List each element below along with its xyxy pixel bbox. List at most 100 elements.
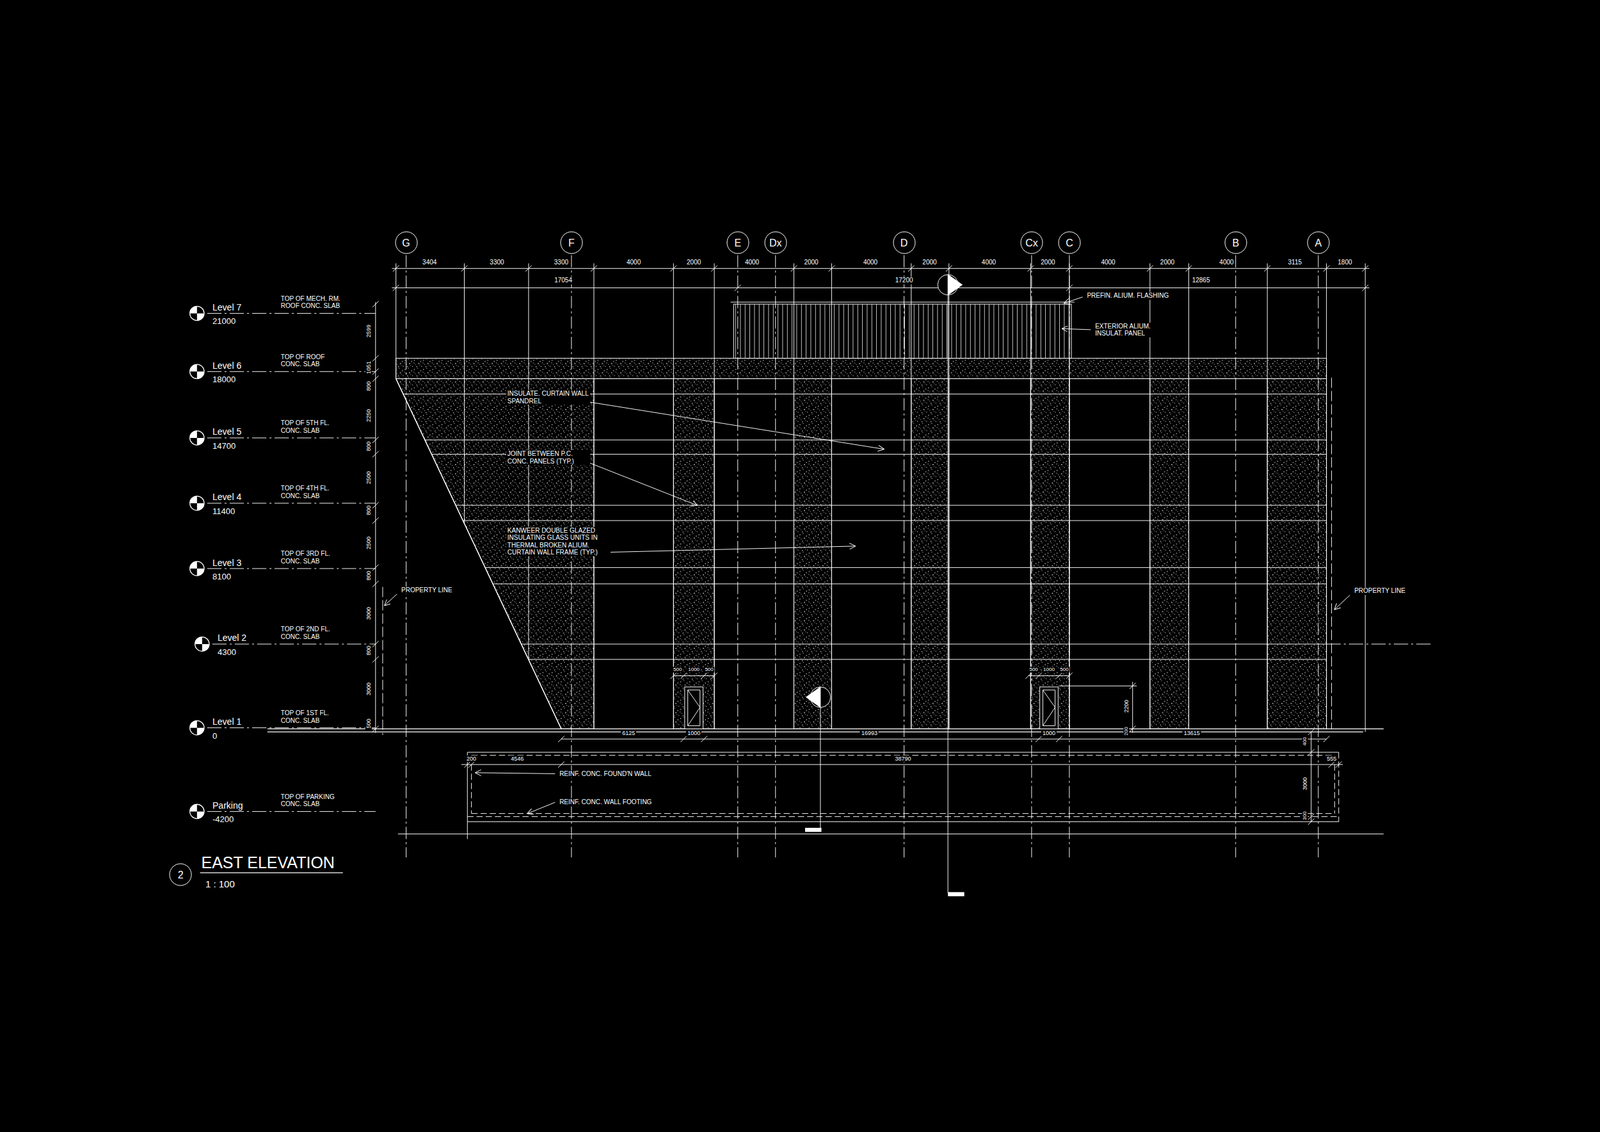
dimension-text: 12865	[1191, 277, 1212, 285]
dimension-text: 4000	[625, 258, 642, 267]
dimension-text: 1800	[1336, 258, 1353, 267]
dimension-text: 2000	[920, 258, 938, 267]
level-name: Level 5	[211, 426, 243, 437]
dimension-text: 800	[364, 379, 372, 392]
dimension-text: 2000	[1039, 258, 1056, 267]
dimension-text: 500	[364, 717, 372, 730]
level-name: Level 2	[216, 632, 248, 643]
level-elevation: 18000	[211, 375, 237, 385]
level-name: Parking	[211, 800, 244, 811]
dimension-text: 2200	[1123, 698, 1130, 714]
level-elevation: 4300	[216, 647, 238, 657]
grid-bubble: C	[1057, 231, 1081, 255]
level-note: TOP OF PARKING CONC. SLAB	[279, 792, 350, 808]
dimension-text: 3000	[364, 680, 372, 697]
dimension-text: 800	[364, 439, 372, 452]
note-text: REINF. CONC. WALL FOOTING	[558, 798, 653, 806]
level-note: TOP OF 4TH FL. CONC. SLAB	[279, 484, 350, 500]
dimension-text: 1000	[686, 666, 701, 672]
level-name: Level 4	[211, 491, 243, 502]
dimension-text: 4000	[980, 258, 998, 267]
note-text: PROPERTY LINE	[1352, 586, 1407, 595]
level-note: TOP OF 2ND FL. CONC. SLAB	[279, 625, 350, 640]
level-note: TOP OF ROOF CONC. SLAB	[279, 353, 340, 368]
note-text: PREFIN. ALIUM. FLASHING	[1085, 292, 1170, 301]
dimension-text: 2250	[364, 407, 372, 424]
note-text: REINF. CONC. FOUND'N WALL	[558, 769, 653, 778]
grid-label: E	[734, 236, 742, 249]
dimension-text: 2500	[364, 469, 372, 486]
dimension-text: 200	[465, 754, 478, 761]
dimension-text: 800	[364, 643, 372, 656]
note-text: INSULATE. CURTAIN WALL SPANDREL	[506, 389, 591, 405]
grid-label: F	[568, 236, 575, 249]
dimension-text: 800	[364, 569, 372, 582]
grid-label: C	[1065, 236, 1074, 249]
dimension-text: 3300	[488, 258, 505, 267]
level-name: Level 3	[211, 556, 243, 568]
level-note: TOP OF MECH. RM. ROOF CONC. SLAB	[279, 295, 356, 310]
note-text: PROPERTY LINE	[400, 586, 454, 594]
dimension-text: 2000	[1159, 258, 1176, 267]
dimension-text: 4000	[743, 258, 761, 267]
dimension-text: 17054	[552, 277, 574, 285]
level-note: TOP OF 1ST FL. CONC. SLAB	[279, 709, 350, 724]
dimension-text: 500	[1058, 666, 1070, 672]
dimension-text: 3000	[364, 605, 372, 621]
dimension-text: 500	[1027, 666, 1039, 672]
dimension-text: 6125	[620, 729, 637, 736]
dimension-text: 1051	[364, 359, 372, 376]
level-note: TOP OF 3RD FL. CONC. SLAB	[279, 549, 350, 565]
grid-label: Dx	[769, 236, 783, 249]
dimension-text: 2599	[364, 323, 372, 339]
grid-label: A	[1315, 236, 1323, 249]
dimension-text: 2500	[364, 535, 372, 551]
dimension-text: 17200	[894, 277, 915, 285]
level-name: Level 6	[211, 360, 243, 371]
grid-label: D	[900, 236, 909, 249]
grid-bubble: B	[1224, 231, 1247, 255]
dimension-text: 4546	[509, 754, 525, 761]
dimension-text: 2000	[802, 258, 820, 267]
grid-bubble: E	[726, 231, 749, 255]
dimension-text: 300	[1302, 809, 1309, 821]
level-name: Level 7	[211, 302, 243, 313]
view-number-circle: 2	[169, 863, 192, 886]
grid-label: G	[401, 236, 410, 249]
dimension-text: 4000	[1099, 258, 1117, 267]
dimension-text: 1000	[1041, 666, 1056, 672]
level-elevation: 14700	[211, 440, 237, 451]
level-name: Level 1	[211, 716, 243, 727]
grid-bubble: Dx	[764, 231, 787, 255]
dimension-text: 3000	[1301, 775, 1309, 792]
dimension-text: 1000	[1041, 729, 1057, 736]
dimension-text: 4000	[862, 258, 879, 267]
dimension-text: 3300	[552, 258, 570, 267]
note-text: EXTERIOR ALIUM. INSULAT. PANEL	[1093, 322, 1166, 338]
drawing-title: EAST ELEVATION	[200, 853, 336, 872]
grid-label: Cx	[1025, 236, 1039, 249]
level-elevation: -4200	[211, 814, 235, 825]
note-text: JOINT BETWEEN P.C. CONC. PANELS (TYP.)	[506, 449, 591, 465]
dimension-text: 2000	[685, 258, 703, 267]
dimension-text: 3115	[1287, 258, 1304, 267]
grid-bubble: G	[394, 231, 418, 255]
dimension-text: 1000	[686, 729, 702, 736]
grid-bubble: A	[1306, 231, 1330, 255]
level-elevation: 21000	[211, 316, 237, 327]
dimension-text: 3404	[421, 258, 438, 267]
dimension-text: 400	[1302, 735, 1309, 747]
dimension-text: 13615	[1182, 729, 1202, 736]
grid-label: B	[1232, 236, 1240, 249]
dimension-text: 200	[1123, 725, 1130, 736]
dimension-text: 38790	[894, 754, 913, 761]
level-elevation: 0	[211, 730, 219, 741]
grid-label: 2	[177, 868, 184, 880]
drawing-scale: 1 : 100	[204, 878, 237, 889]
dimension-text: 500	[703, 666, 715, 672]
dimension-text: 16993	[860, 729, 879, 736]
dimension-text: 500	[672, 666, 683, 672]
grid-bubble: D	[892, 231, 916, 255]
dimension-text: 800	[364, 504, 372, 517]
